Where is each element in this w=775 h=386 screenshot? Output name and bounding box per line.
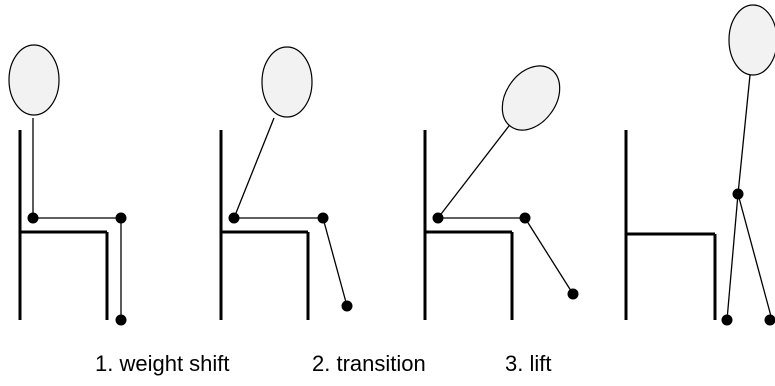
left-foot-joint-4 xyxy=(721,314,733,326)
chair-4 xyxy=(624,130,717,320)
figure-transition xyxy=(219,46,353,320)
knee-joint-2 xyxy=(317,212,329,224)
knee-joint-1 xyxy=(115,212,127,224)
right-foot-joint-4 xyxy=(764,314,775,326)
foot-joint-3 xyxy=(567,288,579,300)
figure-lift xyxy=(423,65,579,320)
hip-joint-4 xyxy=(732,188,744,200)
hip-joint-1 xyxy=(27,212,39,224)
caption-transition: 2. transition xyxy=(312,351,426,376)
body-3 xyxy=(437,121,574,295)
figure-standing xyxy=(624,4,775,326)
chair-1 xyxy=(18,130,109,320)
chair-2 xyxy=(219,130,310,320)
figure-weight-shift xyxy=(8,44,127,326)
body-4 xyxy=(726,74,773,321)
foot-joint-1 xyxy=(115,314,127,326)
knee-joint-3 xyxy=(519,212,531,224)
hip-joint-2 xyxy=(228,212,240,224)
head-4 xyxy=(728,4,775,76)
head-3 xyxy=(501,65,561,131)
chair-3 xyxy=(423,130,514,320)
body-1 xyxy=(32,118,122,320)
body-2 xyxy=(233,117,348,307)
head-1 xyxy=(8,44,60,116)
caption-lift: 3. lift xyxy=(505,351,552,376)
head-2 xyxy=(261,46,313,118)
caption-weight-shift: 1. weight shift xyxy=(95,351,230,376)
hip-joint-3 xyxy=(432,212,444,224)
foot-joint-2 xyxy=(341,300,353,312)
